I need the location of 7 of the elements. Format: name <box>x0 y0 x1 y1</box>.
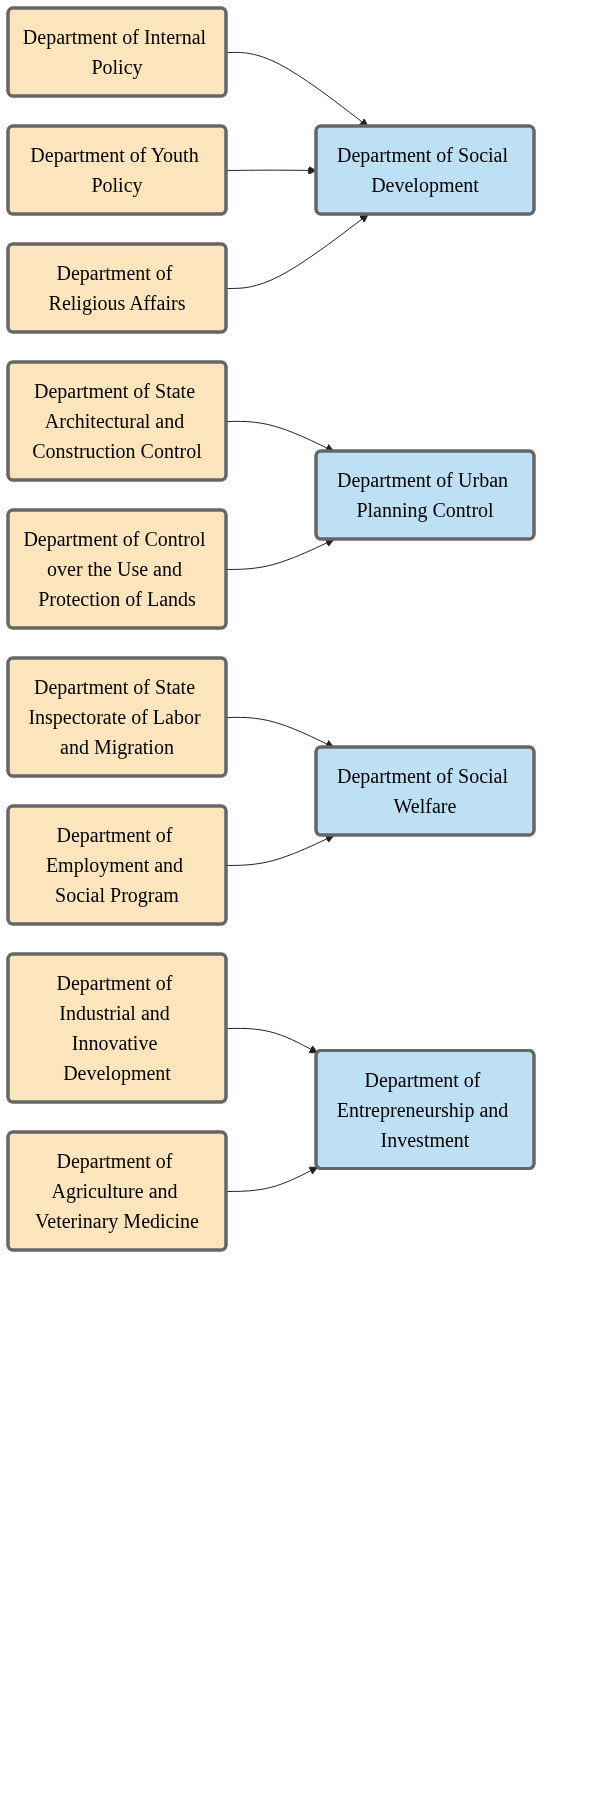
arrow <box>226 1027 318 1054</box>
arrow <box>226 716 335 748</box>
arrow <box>226 420 335 452</box>
arrow <box>226 214 369 289</box>
arrow <box>226 1166 318 1192</box>
arrow <box>226 51 369 127</box>
arrow <box>226 166 317 175</box>
